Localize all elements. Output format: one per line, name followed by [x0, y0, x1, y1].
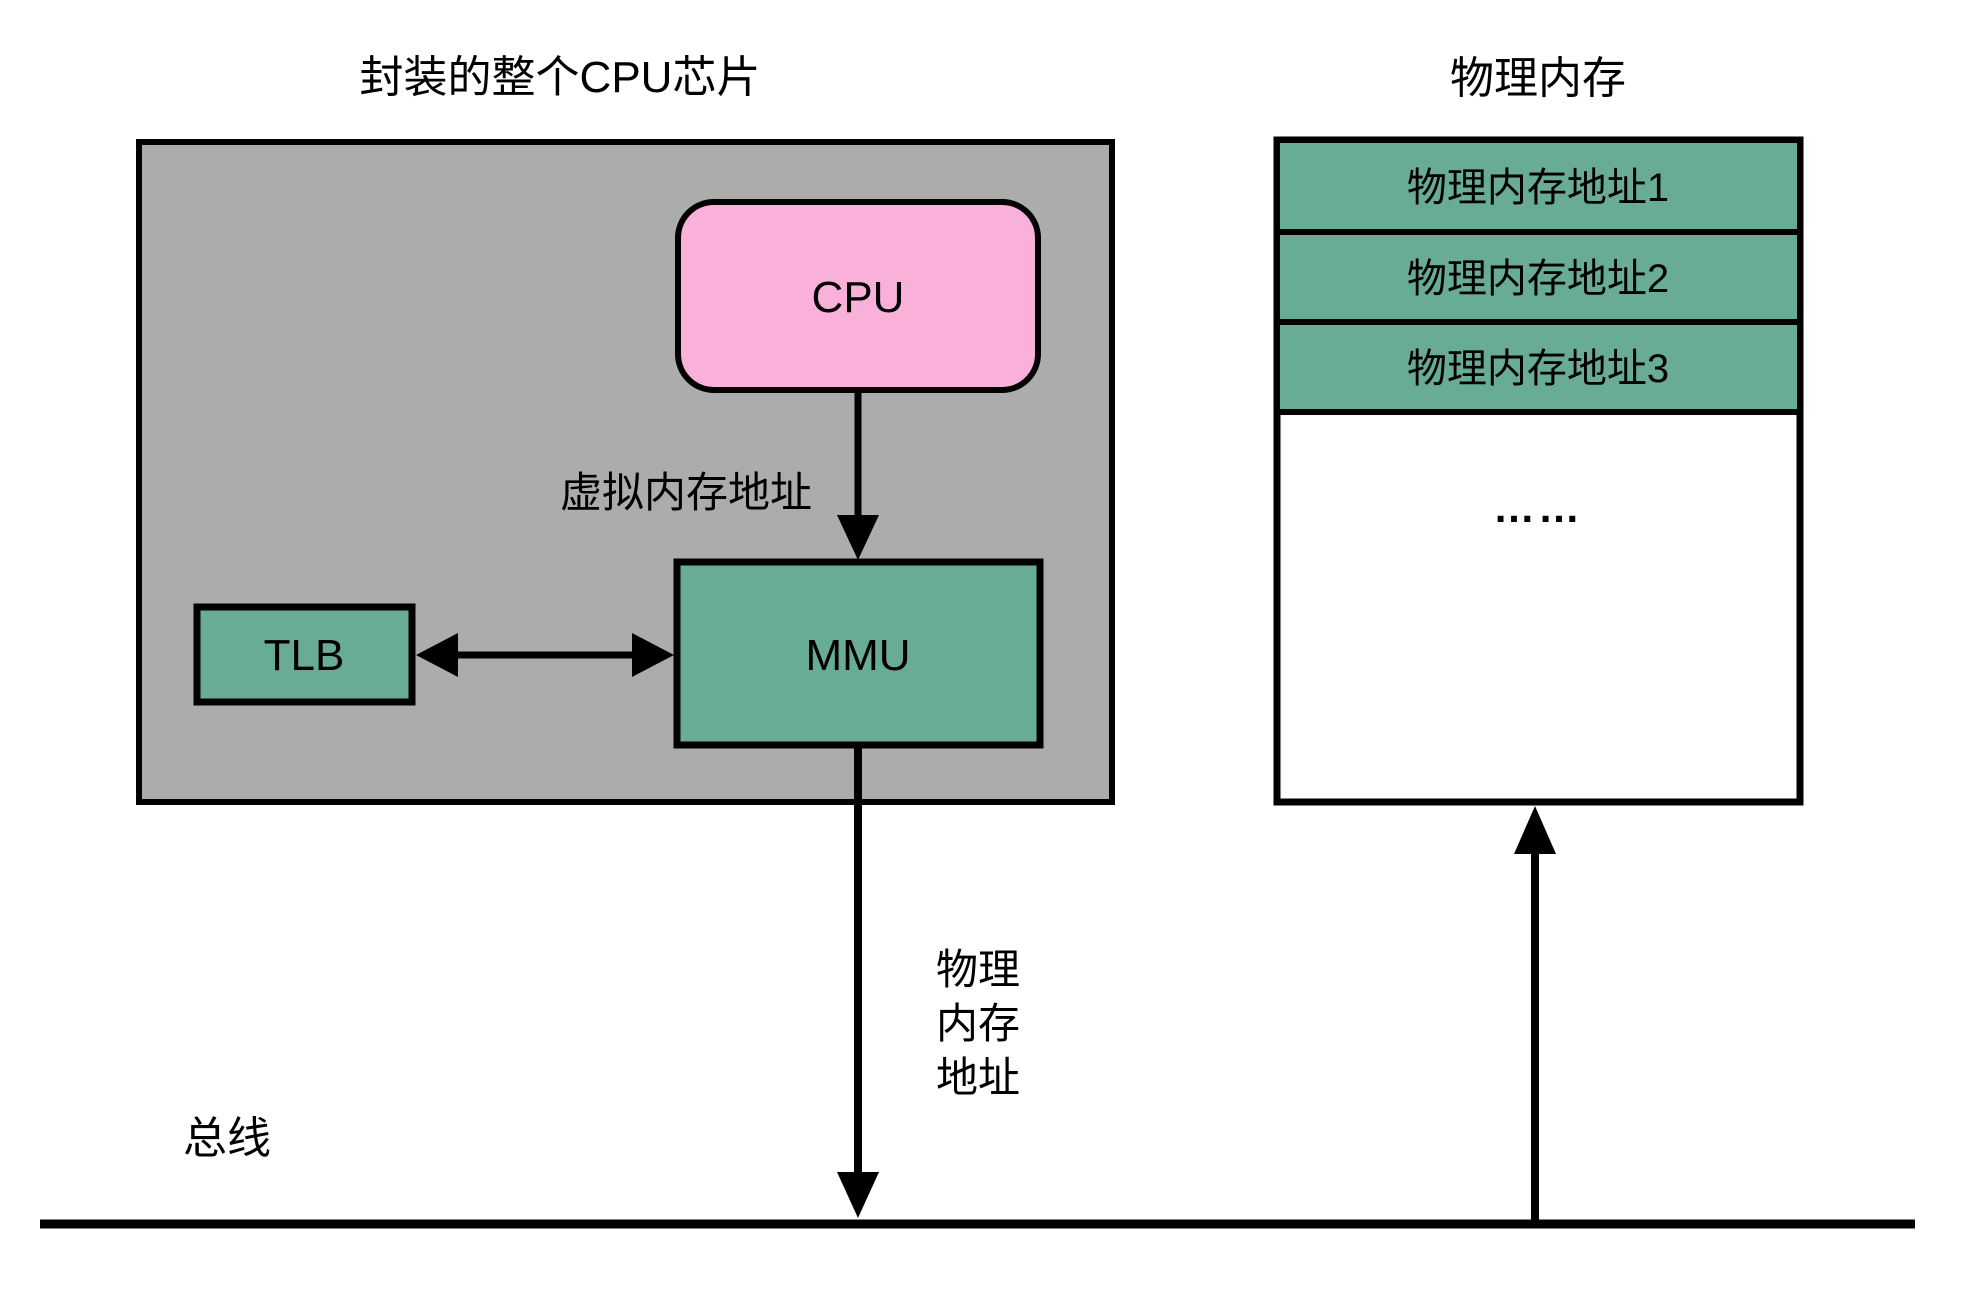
cpu-label: CPU: [812, 273, 905, 322]
mmu-label: MMU: [805, 631, 910, 680]
memory-row-1-label: 物理内存地址1: [1407, 166, 1669, 210]
mmu-to-bus-arrowhead-icon: [837, 1172, 879, 1218]
tlb-mmu-double-arrow: [416, 633, 674, 677]
physical-address-line-2: 内存: [936, 1000, 1020, 1047]
tlb-label: TLB: [264, 631, 345, 680]
physical-address-label: 物理 内存 地址: [936, 946, 1020, 1101]
chip-package-title: 封装的整个CPU芯片: [360, 53, 761, 102]
cpu-to-mmu-arrowhead-icon: [837, 515, 879, 560]
cpu-box: [675, 199, 1041, 393]
bus-to-memory-arrowhead-icon: [1514, 806, 1556, 854]
memory-row-2-label: 物理内存地址2: [1407, 257, 1669, 301]
memory-row-1: [1274, 137, 1803, 235]
physical-address-line-3: 地址: [936, 1054, 1020, 1101]
cpu-to-mmu-arrow: [837, 392, 879, 560]
memory-ellipsis-label: ……: [1493, 484, 1583, 531]
tlb-mmu-right-arrowhead-icon: [632, 633, 674, 677]
virtual-address-label: 虚拟内存地址: [560, 469, 812, 516]
physical-address-line-1: 物理: [936, 946, 1020, 993]
bus-to-memory-arrow: [1514, 806, 1556, 1222]
memory-row-3: [1274, 319, 1803, 415]
bus-label: 总线: [183, 1114, 271, 1163]
tlb-box: [193, 603, 416, 706]
memory-row-3-label: 物理内存地址3: [1407, 347, 1669, 391]
mmu-to-bus-arrow: [837, 745, 879, 1218]
physical-memory-title: 物理内存: [1450, 54, 1626, 103]
tlb-mmu-left-arrowhead-icon: [416, 633, 458, 677]
